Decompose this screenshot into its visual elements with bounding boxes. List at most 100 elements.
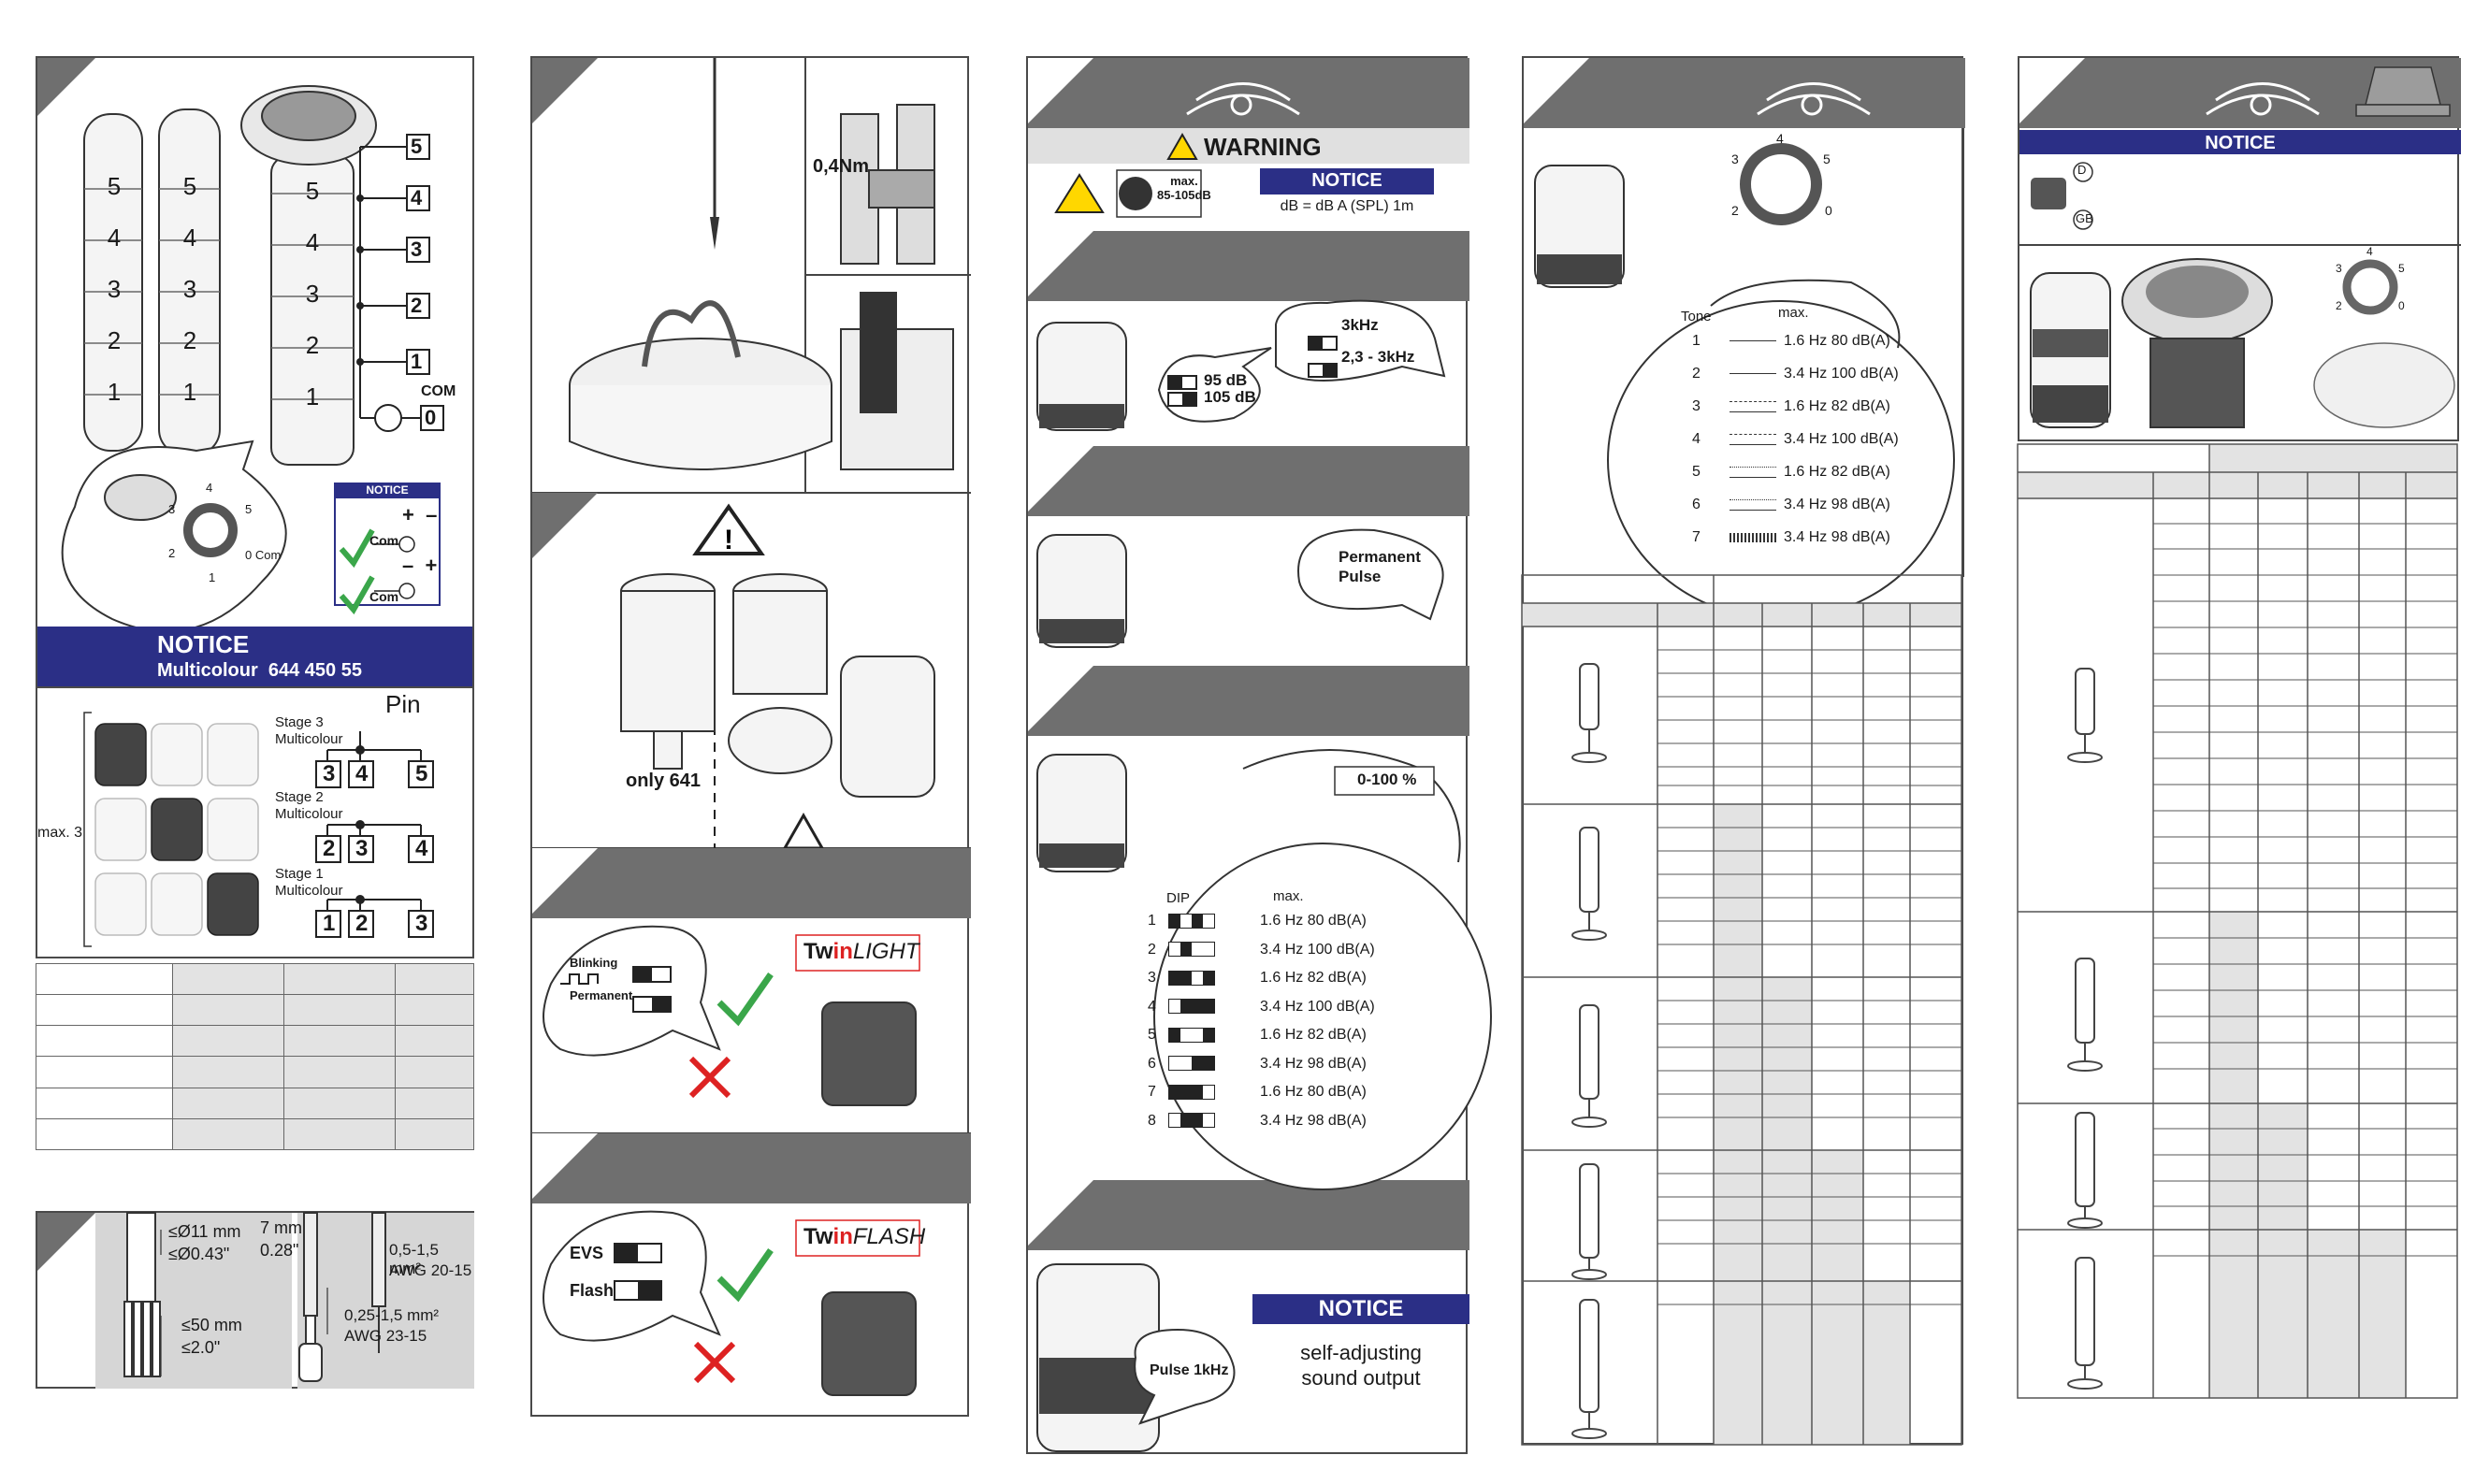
pin-1: 1	[411, 350, 423, 373]
stack-label: 2	[107, 326, 122, 354]
stage-pin: 4	[355, 761, 369, 786]
stack-label: 3	[305, 280, 320, 308]
stage-sub: Multicolour	[275, 883, 343, 899]
dial-label: 4	[206, 481, 213, 495]
khz3-label: 3kHz	[1341, 316, 1379, 334]
dial-label: 2	[1731, 203, 1739, 218]
twinflash-logo: TwinFLASH	[803, 1224, 926, 1249]
pulse-label: Pulse	[1339, 568, 1382, 585]
volume-range: 0-100 %	[1357, 771, 1417, 788]
dial-label: 2	[2336, 299, 2342, 312]
com-small: Com	[369, 589, 399, 604]
stage-title: Stage 3	[275, 714, 324, 730]
pin-title: Pin	[385, 690, 421, 718]
twinlight-logo: TwinLIGHT	[803, 939, 919, 964]
com-small: Com	[369, 533, 399, 548]
stack-label: 4	[305, 228, 320, 256]
cable-diameter-in: ≤Ø0.43"	[168, 1245, 230, 1263]
panel1-table	[36, 962, 474, 1151]
stage-sub: Multicolour	[275, 806, 343, 822]
lang-d: D	[2077, 163, 2087, 177]
notice-bar-subtitle: Multicolour 644 450 55	[157, 660, 362, 681]
stack-label: 3	[107, 275, 122, 303]
dial-label: 3	[2336, 262, 2342, 275]
stage-pin: 2	[323, 836, 336, 861]
dial-label: 4	[2366, 245, 2373, 258]
stack-label: 4	[182, 223, 197, 252]
permanent-label: Permanent	[570, 988, 633, 1002]
dial-label: 0	[1825, 203, 1832, 218]
notice-bar-title: NOTICE	[157, 630, 250, 658]
wire-size-1: 0,5-1,5 mm²	[389, 1241, 439, 1277]
config-grid-p5	[2017, 443, 2459, 1399]
stage-pin: 4	[415, 836, 428, 861]
stage-title: Stage 1	[275, 866, 324, 882]
dip-header: DIP	[1166, 890, 1191, 906]
self-adjusting-2: sound output	[1301, 1366, 1421, 1390]
dial-label: 4	[1776, 131, 1784, 146]
dial-label: 0	[2398, 299, 2405, 312]
strip-length-mm: 7 mm	[260, 1218, 302, 1237]
max-db-label: max. 85-105dB	[1157, 174, 1211, 202]
stack-label: 2	[305, 331, 320, 359]
panel-installation: ! 0,4Nm only 641 Blin	[530, 56, 971, 1417]
pulse-1khz-label: Pulse 1kHz	[1150, 1362, 1229, 1378]
stack-label: 5	[107, 172, 122, 200]
only-641-label: only 641	[626, 771, 702, 791]
notice-title: NOTICE	[1311, 170, 1382, 191]
dial-label: 2	[168, 546, 176, 560]
wire-size-2: 0,25-1,5 mm²	[344, 1306, 440, 1324]
plus-minus-icon: + –	[402, 503, 438, 526]
panel-notice-software: NOTICE D GB 4 3 5 2 0	[2018, 56, 2461, 441]
dial-label: 1	[209, 570, 216, 584]
stack-label: 5	[182, 172, 197, 200]
config-grid-p4	[1521, 574, 1963, 1446]
max-label: max. 3	[37, 825, 83, 841]
stage-pin: 1	[323, 911, 336, 936]
lang-gb: GB	[2076, 211, 2093, 225]
stack-label: 2	[182, 326, 197, 354]
torque-label: 0,4Nm	[813, 156, 870, 177]
stack-label: 5	[305, 177, 320, 205]
blinking-label: Blinking	[570, 956, 618, 970]
com-label: COM	[421, 383, 456, 399]
warning-title: WARNING	[1204, 133, 1322, 161]
dip-max-header: max.	[1273, 888, 1304, 904]
stage-pin: 3	[355, 836, 369, 861]
wire-awg-2: AWG 23-15	[344, 1327, 427, 1345]
strip-length-in: 0.28"	[260, 1241, 299, 1260]
cable-diameter-mm: ≤Ø11 mm	[168, 1222, 241, 1241]
panel-sound-settings: WARNING max. 85-105dB NOTICE dB = dB A (…	[1026, 56, 1492, 1454]
dial-label: 5	[245, 502, 253, 516]
panel-wiring-multicolour: 5 4 3 2 1 5 4 3 2 1 5 4 3 2 1 5 4 3 2 1 …	[36, 56, 474, 958]
wire-awg-1: AWG 20-15	[389, 1261, 472, 1279]
cable-length-in: ≤2.0"	[181, 1338, 221, 1357]
stage-pin: 2	[355, 911, 369, 936]
db105-label: 105 dB	[1204, 388, 1256, 406]
notice-title: NOTICE	[2205, 133, 2276, 153]
pin-3: 3	[411, 238, 423, 261]
stack-label: 1	[107, 378, 122, 406]
svg-text:!: !	[724, 525, 733, 555]
notice-bar: NOTICE Multicolour 644 450 55	[37, 627, 472, 686]
stack-label: 4	[107, 223, 122, 252]
dba-note: dB = dB A (SPL) 1m	[1280, 198, 1414, 214]
khz23-label: 2,3 - 3kHz	[1341, 348, 1415, 366]
evs-label: EVS	[570, 1244, 604, 1262]
